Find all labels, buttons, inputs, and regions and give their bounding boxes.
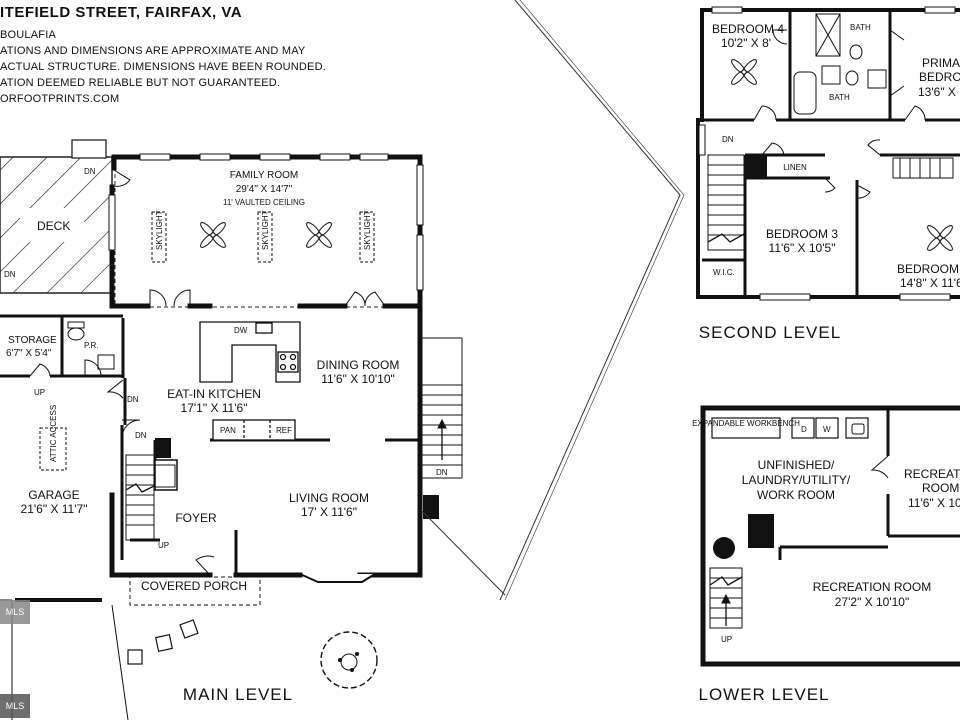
dn-label: DN bbox=[436, 468, 448, 477]
bath-label: BATH bbox=[829, 93, 850, 102]
bedroom4-dims: 10'2" X 8' bbox=[721, 36, 771, 50]
garage bbox=[0, 427, 129, 720]
bedroom4-label: BEDROOM 4 bbox=[712, 22, 784, 36]
dining-room-dims: 11'6" X 10'10" bbox=[321, 372, 395, 386]
header-line-4: ATION DEEMED RELIABLE BUT NOT GUARANTEED… bbox=[0, 77, 281, 89]
rec-room-large-dims: 27'2" X 10'10" bbox=[835, 595, 910, 609]
main-door-swings bbox=[29, 169, 386, 576]
up-label: UP bbox=[158, 541, 169, 550]
skylight-label: SKYLIGHT bbox=[363, 210, 372, 250]
header-line-1: BOULAFIA bbox=[0, 29, 57, 41]
lower-level-plan: EXPANDABLE WORKBENCH D W UNFINISHED/ LAU… bbox=[692, 405, 960, 704]
attic-access-label: ATTIC ACCESS bbox=[49, 405, 58, 462]
lower-stairs bbox=[709, 567, 743, 629]
bedroom3-label: BEDROOM 3 bbox=[766, 227, 838, 241]
unfinished-label-3: WORK ROOM bbox=[757, 488, 835, 502]
primary-bedroom-label-2: BEDRO bbox=[919, 70, 960, 84]
rec-room-small-label-2: ROOM bbox=[922, 481, 959, 495]
bay-window bbox=[299, 573, 376, 583]
wic-label: W.I.C. bbox=[713, 268, 735, 277]
dining-room-label: DINING ROOM bbox=[317, 358, 400, 372]
primary-bedroom-dims: 13'6" X bbox=[918, 85, 956, 99]
tree bbox=[320, 631, 378, 689]
mls-watermark-bottom: MLS bbox=[0, 694, 30, 718]
linen-label: LINEN bbox=[783, 163, 807, 172]
deck-label: DECK bbox=[37, 219, 70, 233]
washer-label: W bbox=[823, 425, 831, 434]
living-room-label: LIVING ROOM bbox=[289, 491, 369, 505]
dishwasher-label: DW bbox=[234, 326, 248, 335]
powder-room-fixtures bbox=[67, 321, 115, 370]
dn-label: DN bbox=[127, 395, 139, 404]
property-address: ITEFIELD STREET, FAIRFAX, VA bbox=[0, 4, 243, 21]
family-room-ceiling: 11' VAULTED CEILING bbox=[223, 198, 305, 207]
second-exterior-walls bbox=[696, 8, 960, 299]
lower-exterior-walls bbox=[700, 405, 960, 667]
workbench-label: EXPANDABLE WORKBENCH bbox=[692, 419, 800, 428]
deck bbox=[0, 139, 113, 294]
header-line-2: ATIONS AND DIMENSIONS ARE APPROXIMATE AN… bbox=[0, 45, 306, 57]
refrigerator-label: REF bbox=[276, 426, 292, 435]
unfinished-label-2: LAUNDRY/UTILITY/ bbox=[742, 473, 851, 487]
header-line-5: ORFOOTPRINTS.COM bbox=[0, 93, 120, 105]
unfinished-label-1: UNFINISHED/ bbox=[758, 458, 835, 472]
dn-label: DN bbox=[4, 270, 16, 279]
main-level-label: MAIN LEVEL bbox=[183, 685, 293, 704]
stepping-stones bbox=[127, 619, 199, 665]
header-line-3: ACTUAL STRUCTURE. DIMENSIONS HAVE BEEN R… bbox=[0, 61, 326, 73]
main-level-plan: DECK FAMILY ROOM 29'4" X 14'7" 11' VAULT… bbox=[0, 0, 685, 720]
garage-dims: 21'6" X 11'7" bbox=[21, 502, 88, 516]
second-windows bbox=[698, 6, 956, 301]
second-level-plan: BEDROOM 4 10'2" X 8' BATH BATH PRIMA BED… bbox=[696, 6, 960, 342]
dn-label: DN bbox=[135, 431, 147, 440]
bedroom2-dims: 14'8" X 11'6 bbox=[900, 276, 960, 290]
bedroom2-label: BEDROOM bbox=[897, 262, 959, 276]
kitchen-counter bbox=[199, 321, 301, 441]
rec-room-small-label: RECREATI bbox=[904, 467, 960, 481]
dn-label: DN bbox=[84, 167, 96, 176]
garage-label: GARAGE bbox=[28, 488, 79, 502]
second-closets bbox=[892, 157, 954, 179]
living-room-dims: 17' X 11'6" bbox=[301, 505, 357, 519]
family-room-dims: 29'4" X 14'7" bbox=[236, 184, 293, 195]
bedroom3-dims: 11'6" X 10'5" bbox=[769, 241, 836, 255]
storage-label: STORAGE bbox=[8, 335, 57, 346]
main-windows bbox=[108, 153, 424, 291]
dryer-label: D bbox=[801, 425, 807, 434]
skylight-label: SKYLIGHT bbox=[261, 210, 270, 250]
foyer-label: FOYER bbox=[175, 511, 217, 525]
covered-porch-label: COVERED PORCH bbox=[141, 579, 247, 593]
bath-label: BATH bbox=[850, 23, 871, 32]
rec-room-large-label: RECREATION ROOM bbox=[813, 580, 931, 594]
primary-bedroom-label: PRIMA bbox=[922, 56, 960, 70]
kitchen-dims: 17'1" X 11'6" bbox=[181, 401, 248, 415]
second-level-label: SECOND LEVEL bbox=[699, 323, 841, 342]
lower-level-label: LOWER LEVEL bbox=[699, 685, 830, 704]
powder-room-label: P.R. bbox=[84, 341, 99, 350]
up-label: UP bbox=[34, 388, 45, 397]
pantry-label: PAN bbox=[220, 426, 236, 435]
skylights bbox=[151, 211, 375, 263]
second-door-swings bbox=[753, 29, 926, 199]
second-interior-walls bbox=[702, 10, 960, 297]
storage-dims: 6'7" X 5'4" bbox=[6, 348, 52, 359]
covered-porch bbox=[129, 576, 261, 606]
main-stairs bbox=[125, 454, 176, 541]
up-label: UP bbox=[721, 635, 732, 644]
second-stairs bbox=[707, 154, 745, 251]
bedroom4-fan bbox=[729, 57, 759, 87]
rec-room-small-dims: 11'6" X 10 bbox=[908, 496, 960, 510]
lower-door-swing bbox=[870, 455, 889, 479]
skylight-label: SKYLIGHT bbox=[155, 210, 164, 250]
dn-label: DN bbox=[722, 135, 734, 144]
kitchen-label: EAT-IN KITCHEN bbox=[167, 387, 261, 401]
mls-watermark: MLS bbox=[0, 600, 30, 624]
bedroom2-fan bbox=[925, 223, 955, 253]
exterior-stairs bbox=[421, 337, 463, 479]
family-room-label: FAMILY ROOM bbox=[230, 170, 299, 181]
lower-interior-walls bbox=[778, 410, 960, 560]
